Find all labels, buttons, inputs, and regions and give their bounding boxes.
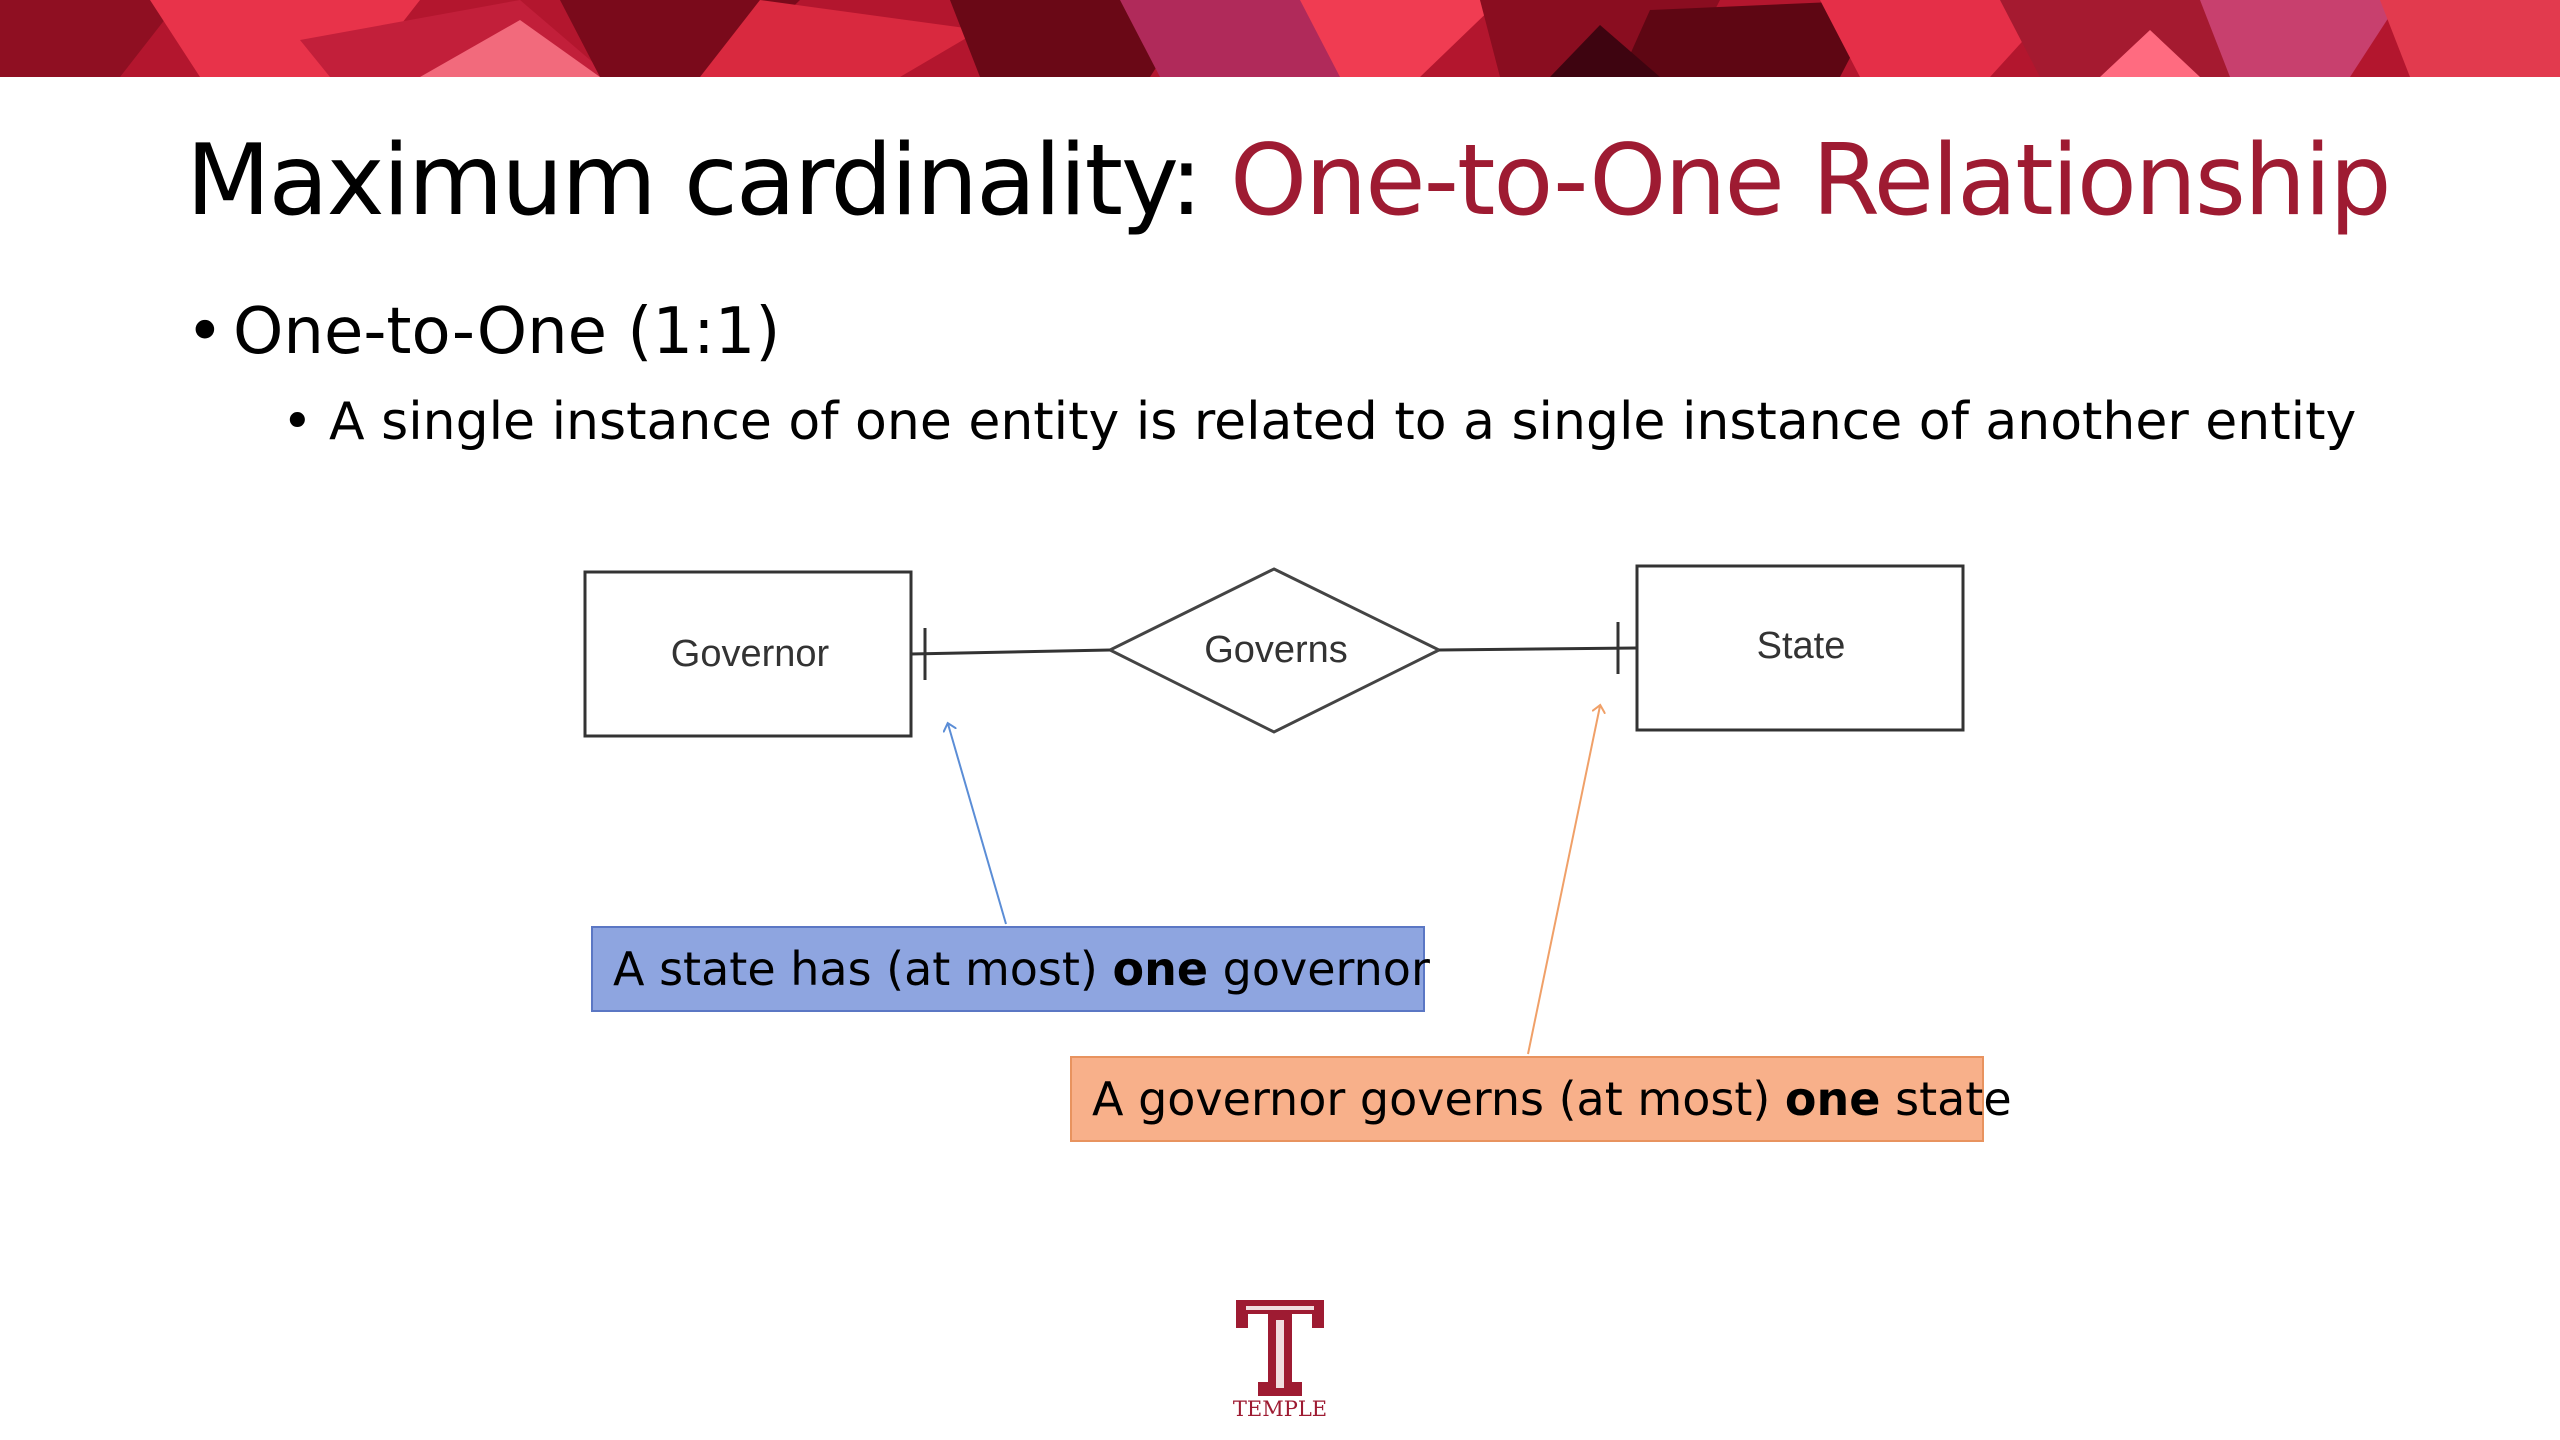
entity-state-box	[1635, 564, 1965, 732]
relationship-governs-diamond	[1106, 567, 1443, 734]
bullet-level-2: • A single instance of one entity is rel…	[282, 390, 2356, 454]
callout-right-bold: one	[1784, 1072, 1881, 1126]
entity-state-label: State	[1757, 625, 1846, 667]
entity-governor-label: Governor	[671, 633, 830, 675]
entity-governor-box	[583, 570, 913, 738]
logo-wordmark: TEMPLE	[1232, 1397, 1328, 1421]
title-accent: One-to-One Relationship	[1230, 124, 2391, 238]
callout-right-suffix: state	[1880, 1072, 2012, 1126]
temple-t-logo-icon	[1236, 1300, 1324, 1396]
callout-left-bold: one	[1112, 942, 1209, 996]
sub-bullet-dot: •	[282, 392, 313, 452]
annotation-arrow-blue	[948, 724, 1007, 925]
callout-right-prefix: A governor governs (at most)	[1092, 1072, 1785, 1126]
decorative-banner	[0, 0, 2560, 77]
connector-line-right	[1438, 646, 1638, 652]
bullet-text: One-to-One (1:1)	[233, 295, 781, 369]
sub-bullet-text: A single instance of one entity is relat…	[329, 392, 2357, 452]
slide-title: Maximum cardinality: One-to-One Relation…	[186, 127, 2392, 236]
bullet-level-1: • One-to-One (1:1)	[186, 292, 780, 372]
annotation-arrow-orange	[1527, 706, 1600, 1055]
callout-state-one-governor: A state has (at most) one governor	[591, 926, 1430, 1012]
bullet-dot: •	[186, 295, 224, 369]
callout-left-prefix: A state has (at most)	[613, 942, 1113, 996]
title-prefix: Maximum cardinality:	[186, 124, 1231, 238]
callout-governor-one-state: A governor governs (at most) one state	[1070, 1056, 2012, 1142]
connector-line-left	[910, 648, 1111, 656]
callout-left-suffix: governor	[1208, 942, 1430, 996]
relationship-governs-label: Governs	[1204, 629, 1348, 671]
